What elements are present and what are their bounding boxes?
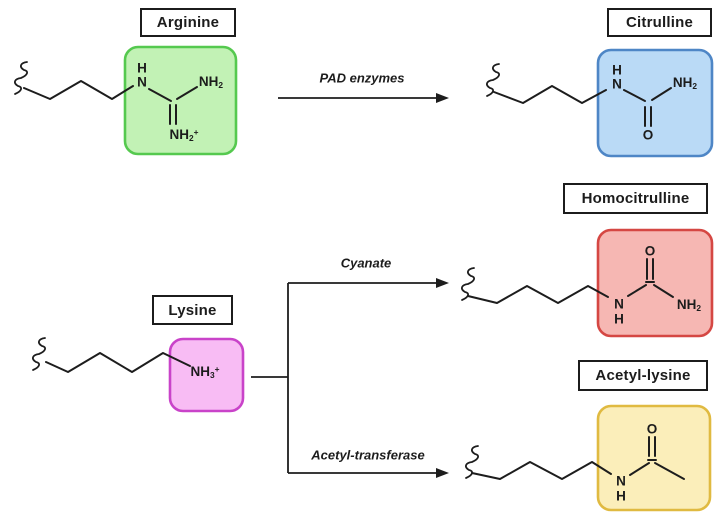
lysine-backbone-squiggle: [32, 337, 46, 371]
lysine-sidechain: [32, 337, 191, 373]
homocitrulline-sidechain: [461, 258, 674, 304]
acetyl-transferase-arrowhead: [436, 468, 449, 478]
citrulline-h-label: H: [612, 62, 622, 78]
citrulline-label-box: Citrulline: [607, 8, 712, 37]
acetyl-lysine-label-box: Acetyl-lysine: [578, 360, 708, 391]
pad-enzymes-label: PAD enzymes: [319, 70, 405, 86]
cyanate-arrowhead: [436, 278, 449, 288]
cyanate-label: Cyanate: [340, 255, 392, 271]
citrulline-n-label: N: [612, 76, 622, 92]
citrulline-highlight-box: [596, 48, 714, 158]
citrulline-backbone-squiggle: [486, 63, 500, 97]
lysine-label-box: Lysine: [152, 295, 233, 325]
acetyl-lysine-o-label: O: [646, 421, 658, 437]
arginine-nh2-label: NH2: [198, 73, 224, 90]
lysine-nh3-plus-label: NH3+: [190, 363, 220, 380]
acetyl-lysine-sidechain: [465, 436, 685, 480]
acetyl-lysine-label: Acetyl-lysine: [595, 367, 691, 384]
pad-reaction-arrow: [278, 93, 449, 103]
acetyl-lysine-highlight-box: [596, 404, 712, 512]
homocitrulline-o-label: O: [644, 243, 656, 259]
citrulline-sidechain: [486, 63, 672, 127]
homocitrulline-label: Homocitrulline: [581, 190, 690, 207]
homocitrulline-label-box: Homocitrulline: [563, 183, 708, 214]
homocitrulline-highlight-box: [596, 228, 714, 338]
arginine-backbone-squiggle: [14, 61, 28, 95]
acetyl-lysine-n-label: N: [616, 473, 626, 489]
arginine-n-label: N: [137, 74, 147, 90]
homocitrulline-h-label: H: [614, 311, 624, 327]
lysine-branch-lines: [251, 278, 449, 478]
citrulline-label: Citrulline: [625, 14, 693, 31]
homocitrulline-nh2-label: NH2: [676, 296, 702, 313]
acetyl-lysine-h-label: H: [616, 488, 626, 504]
arginine-h-label: H: [137, 60, 147, 76]
citrulline-nh2-label: NH2: [672, 74, 698, 91]
arginine-label: Arginine: [156, 14, 220, 31]
lysine-highlight-box: [168, 337, 245, 413]
citrulline-o-label: O: [642, 127, 654, 143]
homocitrulline-backbone-squiggle: [461, 267, 475, 301]
acetyl-lysine-backbone-squiggle: [465, 445, 479, 479]
arginine-sidechain: [14, 61, 198, 125]
acetyl-transferase-label: Acetyl-transferase: [311, 447, 425, 463]
lysine-label: Lysine: [168, 301, 217, 319]
arginine-nh2-plus-label: NH2+: [169, 126, 199, 143]
homocitrulline-n-label: N: [614, 296, 624, 312]
arginine-label-box: Arginine: [140, 8, 236, 37]
arginine-highlight-box: [123, 45, 238, 156]
